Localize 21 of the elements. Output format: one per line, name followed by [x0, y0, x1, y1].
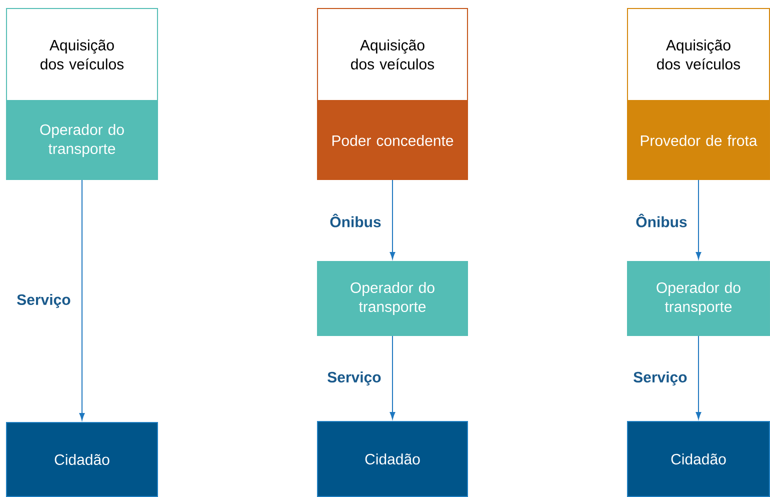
arrow	[696, 336, 702, 420]
edge-label: Ônibus	[636, 214, 687, 228]
arrow	[696, 180, 702, 260]
citizen-box: Cidadão	[317, 421, 468, 497]
role-box: Operador do transporte	[627, 261, 770, 336]
role-box: Poder concedente	[317, 101, 468, 180]
edge-label: Serviço	[634, 372, 687, 386]
arrow	[390, 180, 396, 260]
header-box: Aquisição dos veículos	[627, 8, 770, 101]
edge-label: Serviço	[328, 372, 381, 386]
header-box: Aquisição dos veículos	[317, 8, 468, 101]
header-box: Aquisição dos veículos	[6, 8, 158, 101]
edge-label: Ônibus	[330, 214, 381, 228]
role-box: Operador do transporte	[6, 101, 158, 180]
citizen-box: Cidadão	[6, 422, 158, 497]
citizen-box: Cidadão	[627, 421, 770, 497]
arrow	[79, 180, 85, 420]
role-box: Provedor de frota	[627, 101, 770, 180]
role-box: Operador do transporte	[317, 261, 468, 336]
arrow	[390, 336, 396, 420]
edge-label: Serviço	[17, 294, 70, 308]
